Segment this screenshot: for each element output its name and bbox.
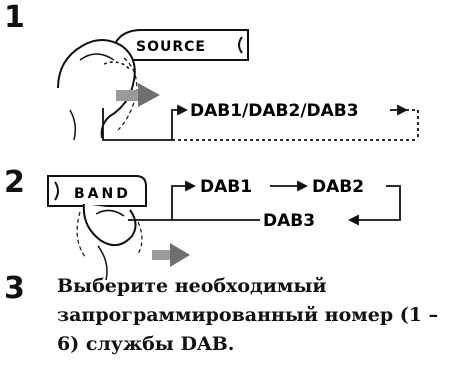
step-1-cycle-diagram	[102, 104, 419, 141]
step-3-number: 3	[4, 271, 25, 306]
step-2-cycle-diagram	[128, 180, 401, 226]
step-3-instruction: Выберите необходимый запрограммированный…	[57, 275, 439, 355]
source-button: SOURCE	[110, 29, 249, 61]
band-button-label: BAND	[74, 186, 131, 202]
step-2-number: 2	[4, 165, 25, 200]
step-2-cycle-dab2: DAB2	[312, 177, 364, 197]
step-2-cycle-dab3: DAB3	[263, 211, 315, 231]
band-button: BAND	[47, 175, 147, 207]
source-button-label: SOURCE	[136, 39, 206, 55]
slide-arrow-icon	[116, 83, 160, 107]
step-2-cycle-dab1: DAB1	[200, 177, 252, 197]
step-1-cycle-label: DAB1/DAB2/DAB3	[190, 101, 359, 121]
slide-arrow-icon	[152, 243, 190, 267]
finger-press-icon	[76, 203, 143, 281]
finger-press-icon	[57, 39, 138, 141]
step-1-number: 1	[4, 0, 25, 35]
